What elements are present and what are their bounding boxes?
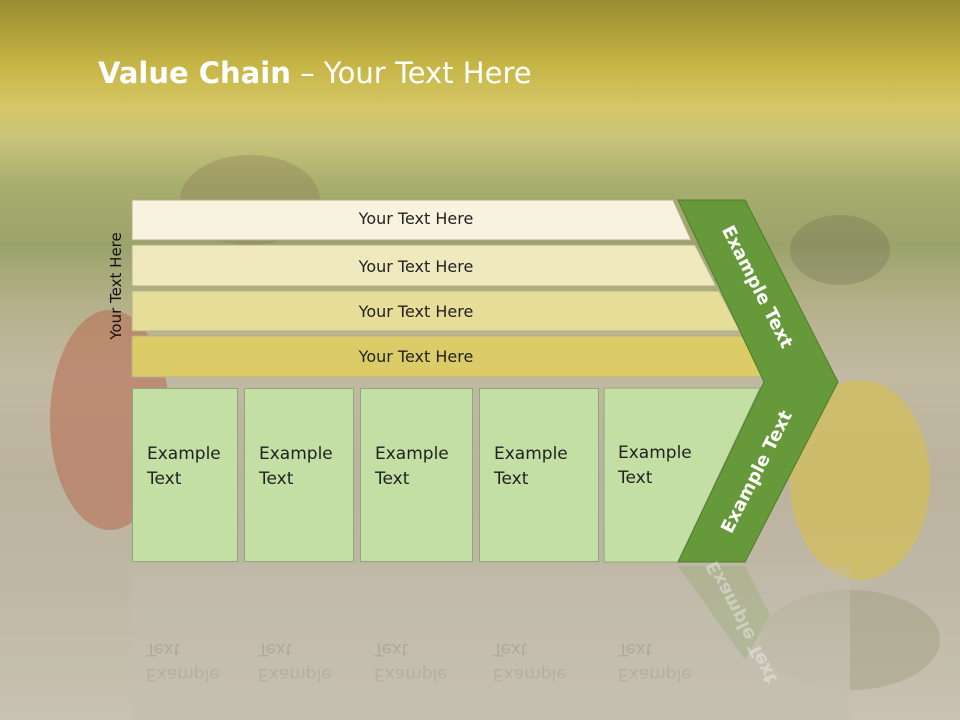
row-label-1: Your Text Here: [358, 209, 474, 228]
row-label-3: Your Text Here: [358, 302, 474, 321]
title-rest: – Your Text Here: [290, 56, 532, 90]
row-bar-2: [131, 244, 717, 287]
row-label-4: Your Text Here: [358, 347, 474, 366]
row-label-2: Your Text Here: [358, 257, 474, 276]
slide-title: Value Chain – Your Text Here: [98, 56, 532, 90]
row-bar-1: [131, 199, 692, 241]
reflection-fade: [130, 565, 850, 720]
title-bold: Value Chain: [98, 56, 291, 90]
